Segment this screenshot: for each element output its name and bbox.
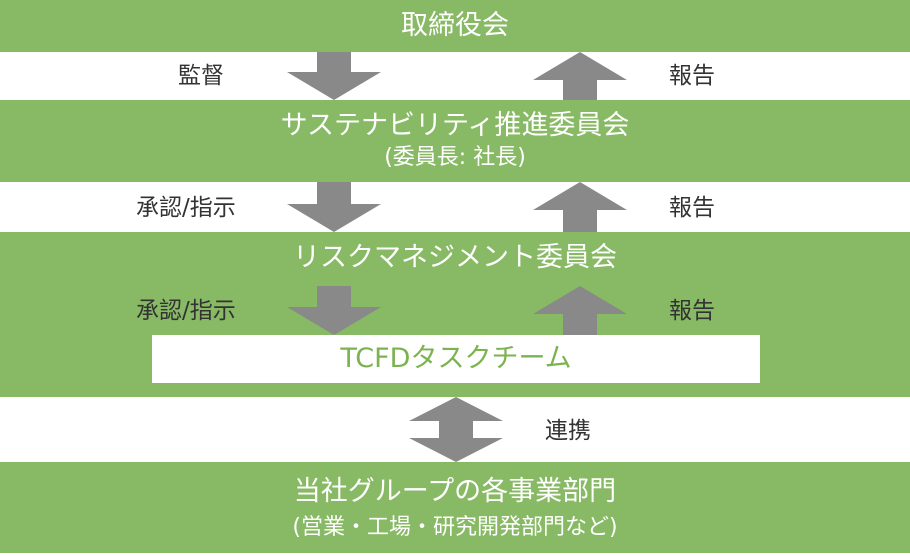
- report-label: 報告: [669, 63, 715, 89]
- down-arrow-icon: [287, 182, 381, 232]
- report-label: 報告: [669, 298, 715, 324]
- up-arrow-icon: [533, 52, 627, 100]
- up-arrow-icon: [533, 182, 627, 232]
- sustainability-title: サステナビリティ推進委員会: [280, 110, 630, 141]
- sustainability-subtitle: (委員長: 社長): [384, 145, 526, 170]
- tcfd-task-team-box: TCFDタスクチーム: [152, 335, 760, 383]
- approve-instruct-label: 承認/指示: [136, 298, 236, 324]
- divisions-subtitle: (営業・工場・研究開発部門など): [292, 515, 618, 540]
- board-box: 取締役会: [0, 0, 910, 52]
- cooperate-label: 連携: [545, 418, 591, 444]
- divisions-title: 当社グループの各事業部門: [293, 476, 617, 507]
- approve-instruct-label: 承認/指示: [136, 195, 236, 221]
- up-arrow-icon: [533, 286, 627, 335]
- business-divisions-box: 当社グループの各事業部門 (営業・工場・研究開発部門など): [0, 462, 910, 553]
- double-arrow-icon: [409, 397, 503, 462]
- risk-title: リスクマネジメント委員会: [293, 242, 617, 273]
- report-label: 報告: [669, 195, 715, 221]
- board-title: 取締役会: [401, 10, 509, 41]
- supervise-label: 監督: [178, 63, 224, 89]
- down-arrow-icon: [287, 52, 381, 100]
- down-arrow-icon: [287, 286, 381, 335]
- sustainability-committee-box: サステナビリティ推進委員会 (委員長: 社長): [0, 100, 910, 182]
